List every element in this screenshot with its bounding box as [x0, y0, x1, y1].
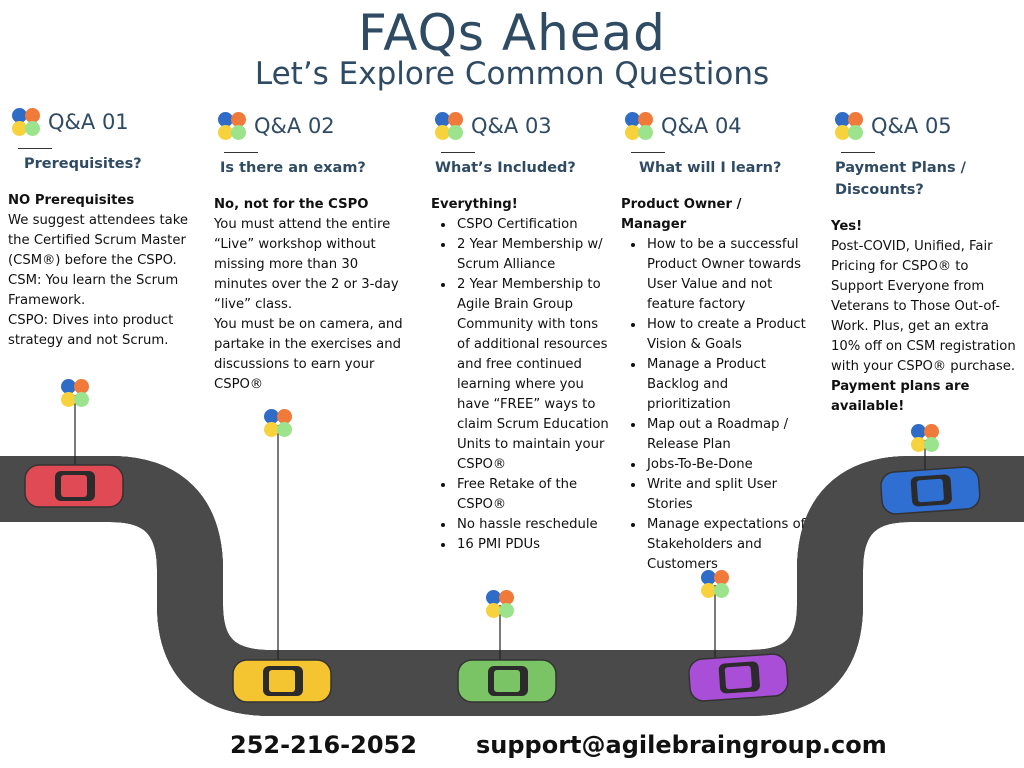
- answer-line: You must attend the entire “Live” worksh…: [214, 217, 399, 312]
- faq-column: Q&A 04 What will I learn? Product Owner / …: [621, 108, 811, 575]
- faq-lead: NO Prerequisites: [8, 193, 135, 208]
- answer-line: CSPO: Dives into product strategy and no…: [8, 313, 174, 348]
- faq-question: What will I learn?: [639, 160, 782, 176]
- faq-question: Payment Plans / Discounts?: [835, 160, 966, 198]
- list-item: Manage a Product Backlog and prioritizat…: [645, 355, 811, 415]
- faq-lead: Yes!: [831, 219, 863, 234]
- faq-label: Q&A 02: [254, 114, 335, 138]
- list-item: Write and split User Stories: [645, 475, 811, 515]
- faq-lead: Product Owner / Manager: [621, 197, 742, 232]
- agile-brain-logo-icon: [697, 566, 733, 602]
- agile-brain-logo-icon: [214, 108, 250, 144]
- answer-list: How to be a successful Product Owner tow…: [621, 235, 811, 575]
- car-icon: [232, 659, 332, 703]
- answer-line: Post-COVID, Unified, Fair Pricing for CS…: [831, 239, 1016, 374]
- list-item: How to be a successful Product Owner tow…: [645, 235, 811, 315]
- pin-marker: [697, 566, 733, 602]
- agile-brain-logo-icon: [621, 108, 657, 144]
- pin-marker: [482, 586, 518, 622]
- agile-brain-logo-icon: [431, 108, 467, 144]
- faq-tail: Payment plans are available!: [831, 379, 970, 414]
- answer-line: CSM: You learn the Scrum Framework.: [8, 273, 179, 308]
- faq-column: Q&A 01 Prerequisites? NO Prerequisites We s…: [8, 104, 198, 351]
- faq-answer: NO Prerequisites We suggest attendees tak…: [8, 191, 198, 351]
- pin-marker: [57, 375, 93, 411]
- list-item: Free Retake of the CSPO®: [455, 475, 611, 515]
- faq-header: Q&A 03: [431, 108, 611, 144]
- pin-marker: [260, 405, 296, 441]
- page-title: FAQs Ahead: [358, 4, 666, 62]
- list-item: How to create a Product Vision & Goals: [645, 315, 811, 355]
- list-item: 16 PMI PDUs: [455, 535, 611, 555]
- faq-answer: No, not for the CSPO You must attend the …: [214, 195, 404, 395]
- list-item: No hassle reschedule: [455, 515, 611, 535]
- agile-brain-logo-icon: [8, 104, 44, 140]
- answer-line: You must be on camera, and partake in th…: [214, 317, 403, 392]
- answer-line: We suggest attendees take the Certified …: [8, 213, 188, 268]
- list-item: 2 Year Membership to Agile Brain Group C…: [455, 275, 611, 475]
- faq-answer: Yes! Post-COVID, Unified, Fair Pricing fo…: [831, 217, 1021, 417]
- page-subtitle: Let’s Explore Common Questions: [254, 56, 770, 92]
- faq-label: Q&A 01: [48, 110, 129, 134]
- agile-brain-logo-icon: [831, 108, 867, 144]
- list-item: 2 Year Membership w/ Scrum Alliance: [455, 235, 611, 275]
- list-item: Map out a Roadmap / Release Plan: [645, 415, 811, 455]
- answer-list: CSPO Certification2 Year Membership w/ S…: [431, 215, 611, 555]
- email-address[interactable]: support@agilebraingroup.com: [476, 731, 887, 759]
- faq-lead: Everything!: [431, 197, 518, 212]
- faq-column: Q&A 03 What’s Included? Everything! CSPO Ce…: [431, 108, 611, 555]
- list-item: Manage expectations of Stakeholders and …: [645, 515, 811, 575]
- faq-header: Q&A 05: [831, 108, 1021, 144]
- car-icon: [688, 653, 789, 702]
- car-icon: [880, 466, 981, 515]
- faq-label: Q&A 03: [471, 114, 552, 138]
- car-icon: [457, 659, 557, 703]
- faq-label: Q&A 05: [871, 114, 952, 138]
- faq-question: Is there an exam?: [220, 160, 366, 176]
- agile-brain-logo-icon: [57, 375, 93, 411]
- faq-header: Q&A 04: [621, 108, 811, 144]
- list-item: Jobs-To-Be-Done: [645, 455, 811, 475]
- agile-brain-logo-icon: [260, 405, 296, 441]
- faq-lead: No, not for the CSPO: [214, 197, 369, 212]
- divider: [631, 152, 665, 153]
- faq-header: Q&A 02: [214, 108, 404, 144]
- faq-column: Q&A 02 Is there an exam? No, not for the C…: [214, 108, 404, 395]
- agile-brain-logo-icon: [907, 420, 943, 456]
- divider: [441, 152, 475, 153]
- faq-question: What’s Included?: [435, 160, 576, 176]
- car-icon: [24, 464, 124, 508]
- faq-answer: Product Owner / ManagerHow to be a succe…: [621, 195, 811, 575]
- faq-label: Q&A 04: [661, 114, 742, 138]
- list-item: CSPO Certification: [455, 215, 611, 235]
- divider: [18, 148, 52, 149]
- faq-question: Prerequisites?: [24, 156, 142, 172]
- faq-column: Q&A 05 Payment Plans / Discounts? Yes! Post…: [831, 108, 1021, 417]
- faq-answer: Everything!CSPO Certification2 Year Memb…: [431, 195, 611, 555]
- divider: [224, 152, 258, 153]
- agile-brain-logo-icon: [482, 586, 518, 622]
- pin-marker: [907, 420, 943, 456]
- divider: [841, 152, 875, 153]
- faq-header: Q&A 01: [8, 104, 198, 140]
- phone-number[interactable]: 252-216-2052: [230, 731, 417, 759]
